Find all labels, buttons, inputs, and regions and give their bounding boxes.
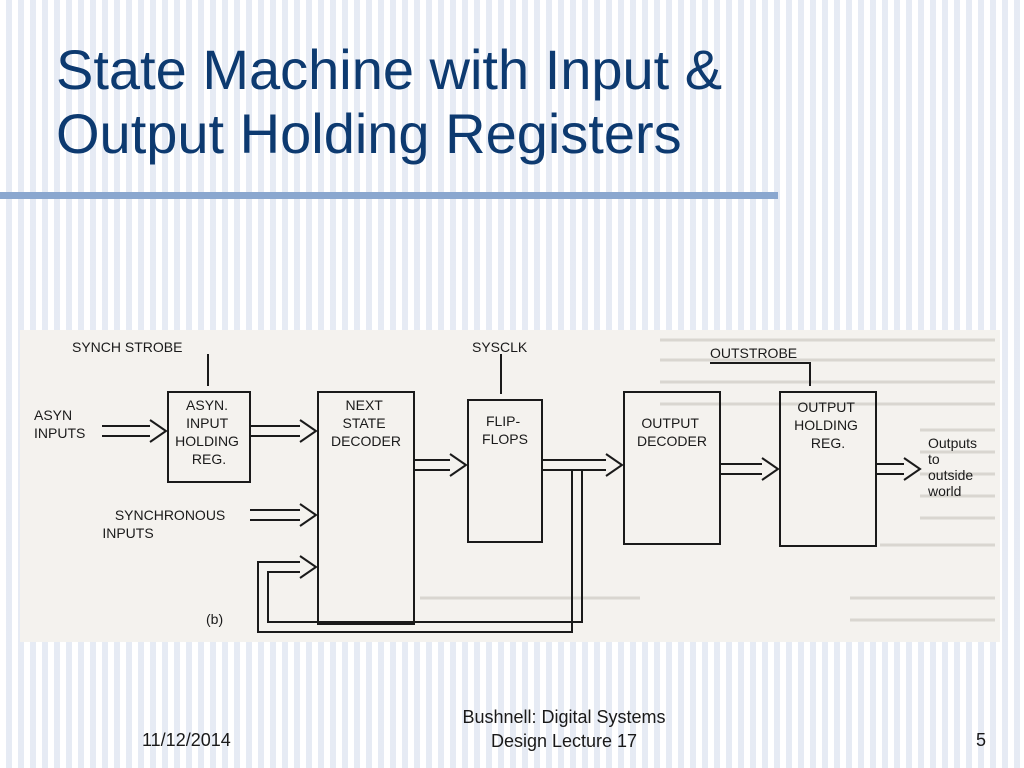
state-machine-diagram: SYNCH STROBE SYSCLK OUTSTROBE ASYN INPUT… (20, 330, 1000, 642)
title-line-1: State Machine with Input & (56, 38, 723, 101)
next-state-decoder-block (317, 391, 415, 625)
title-line-2: Output Holding Registers (56, 102, 682, 165)
outstrobe-line (710, 362, 811, 386)
slide-title: State Machine with Input & Output Holdin… (56, 38, 956, 166)
sysclk-label: SYSCLK (472, 339, 528, 355)
footer-course: Bushnell: Digital Systems Design Lecture… (404, 705, 724, 753)
output-holding-reg-label: OUTPUT HOLDING REG. (794, 399, 862, 451)
output-holding-reg-block (779, 391, 877, 547)
scan-texture (420, 338, 995, 622)
outputs-label: Outputs to outside world (927, 435, 981, 499)
synchronous-inputs-arrow (250, 503, 318, 527)
asyn-inputs-label: ASYN INPUTS (34, 407, 85, 441)
block-diagram-svg: SYNCH STROBE SYSCLK OUTSTROBE ASYN INPUT… (34, 338, 995, 633)
next-state-decoder-label: NEXT STATE DECODER (331, 397, 401, 449)
decoder-to-output-reg-arrow (720, 457, 780, 481)
synchronous-inputs-label: SYNCHRONOUS INPUTS (102, 507, 229, 541)
asyn-reg-to-decoder-arrow (250, 419, 318, 443)
synch-strobe-label: SYNCH STROBE (72, 339, 182, 355)
footer-course-line-1: Bushnell: Digital Systems (462, 707, 666, 727)
figure-label: (b) (206, 611, 223, 627)
footer-date: 11/12/2014 (142, 730, 231, 750)
title-underline (0, 192, 778, 199)
output-decoder-label: OUTPUT DECODER (637, 415, 707, 449)
asyn-input-holding-reg-label: ASYN. INPUT HOLDING REG. (175, 397, 243, 467)
state-feedback-loop (257, 470, 583, 633)
footer-course-line-2: Design Lecture 17 (490, 731, 638, 751)
flip-flops-label: FLIP- FLOPS (482, 413, 528, 447)
flipflops-to-output-decoder-arrow (542, 453, 624, 477)
decoder-to-flipflops-arrow (414, 453, 468, 477)
slide-number: 5 (976, 730, 987, 750)
outputs-arrow (876, 457, 922, 481)
outstrobe-label: OUTSTROBE (710, 345, 797, 361)
output-decoder-block (623, 391, 721, 545)
asyn-inputs-arrow (102, 419, 168, 443)
